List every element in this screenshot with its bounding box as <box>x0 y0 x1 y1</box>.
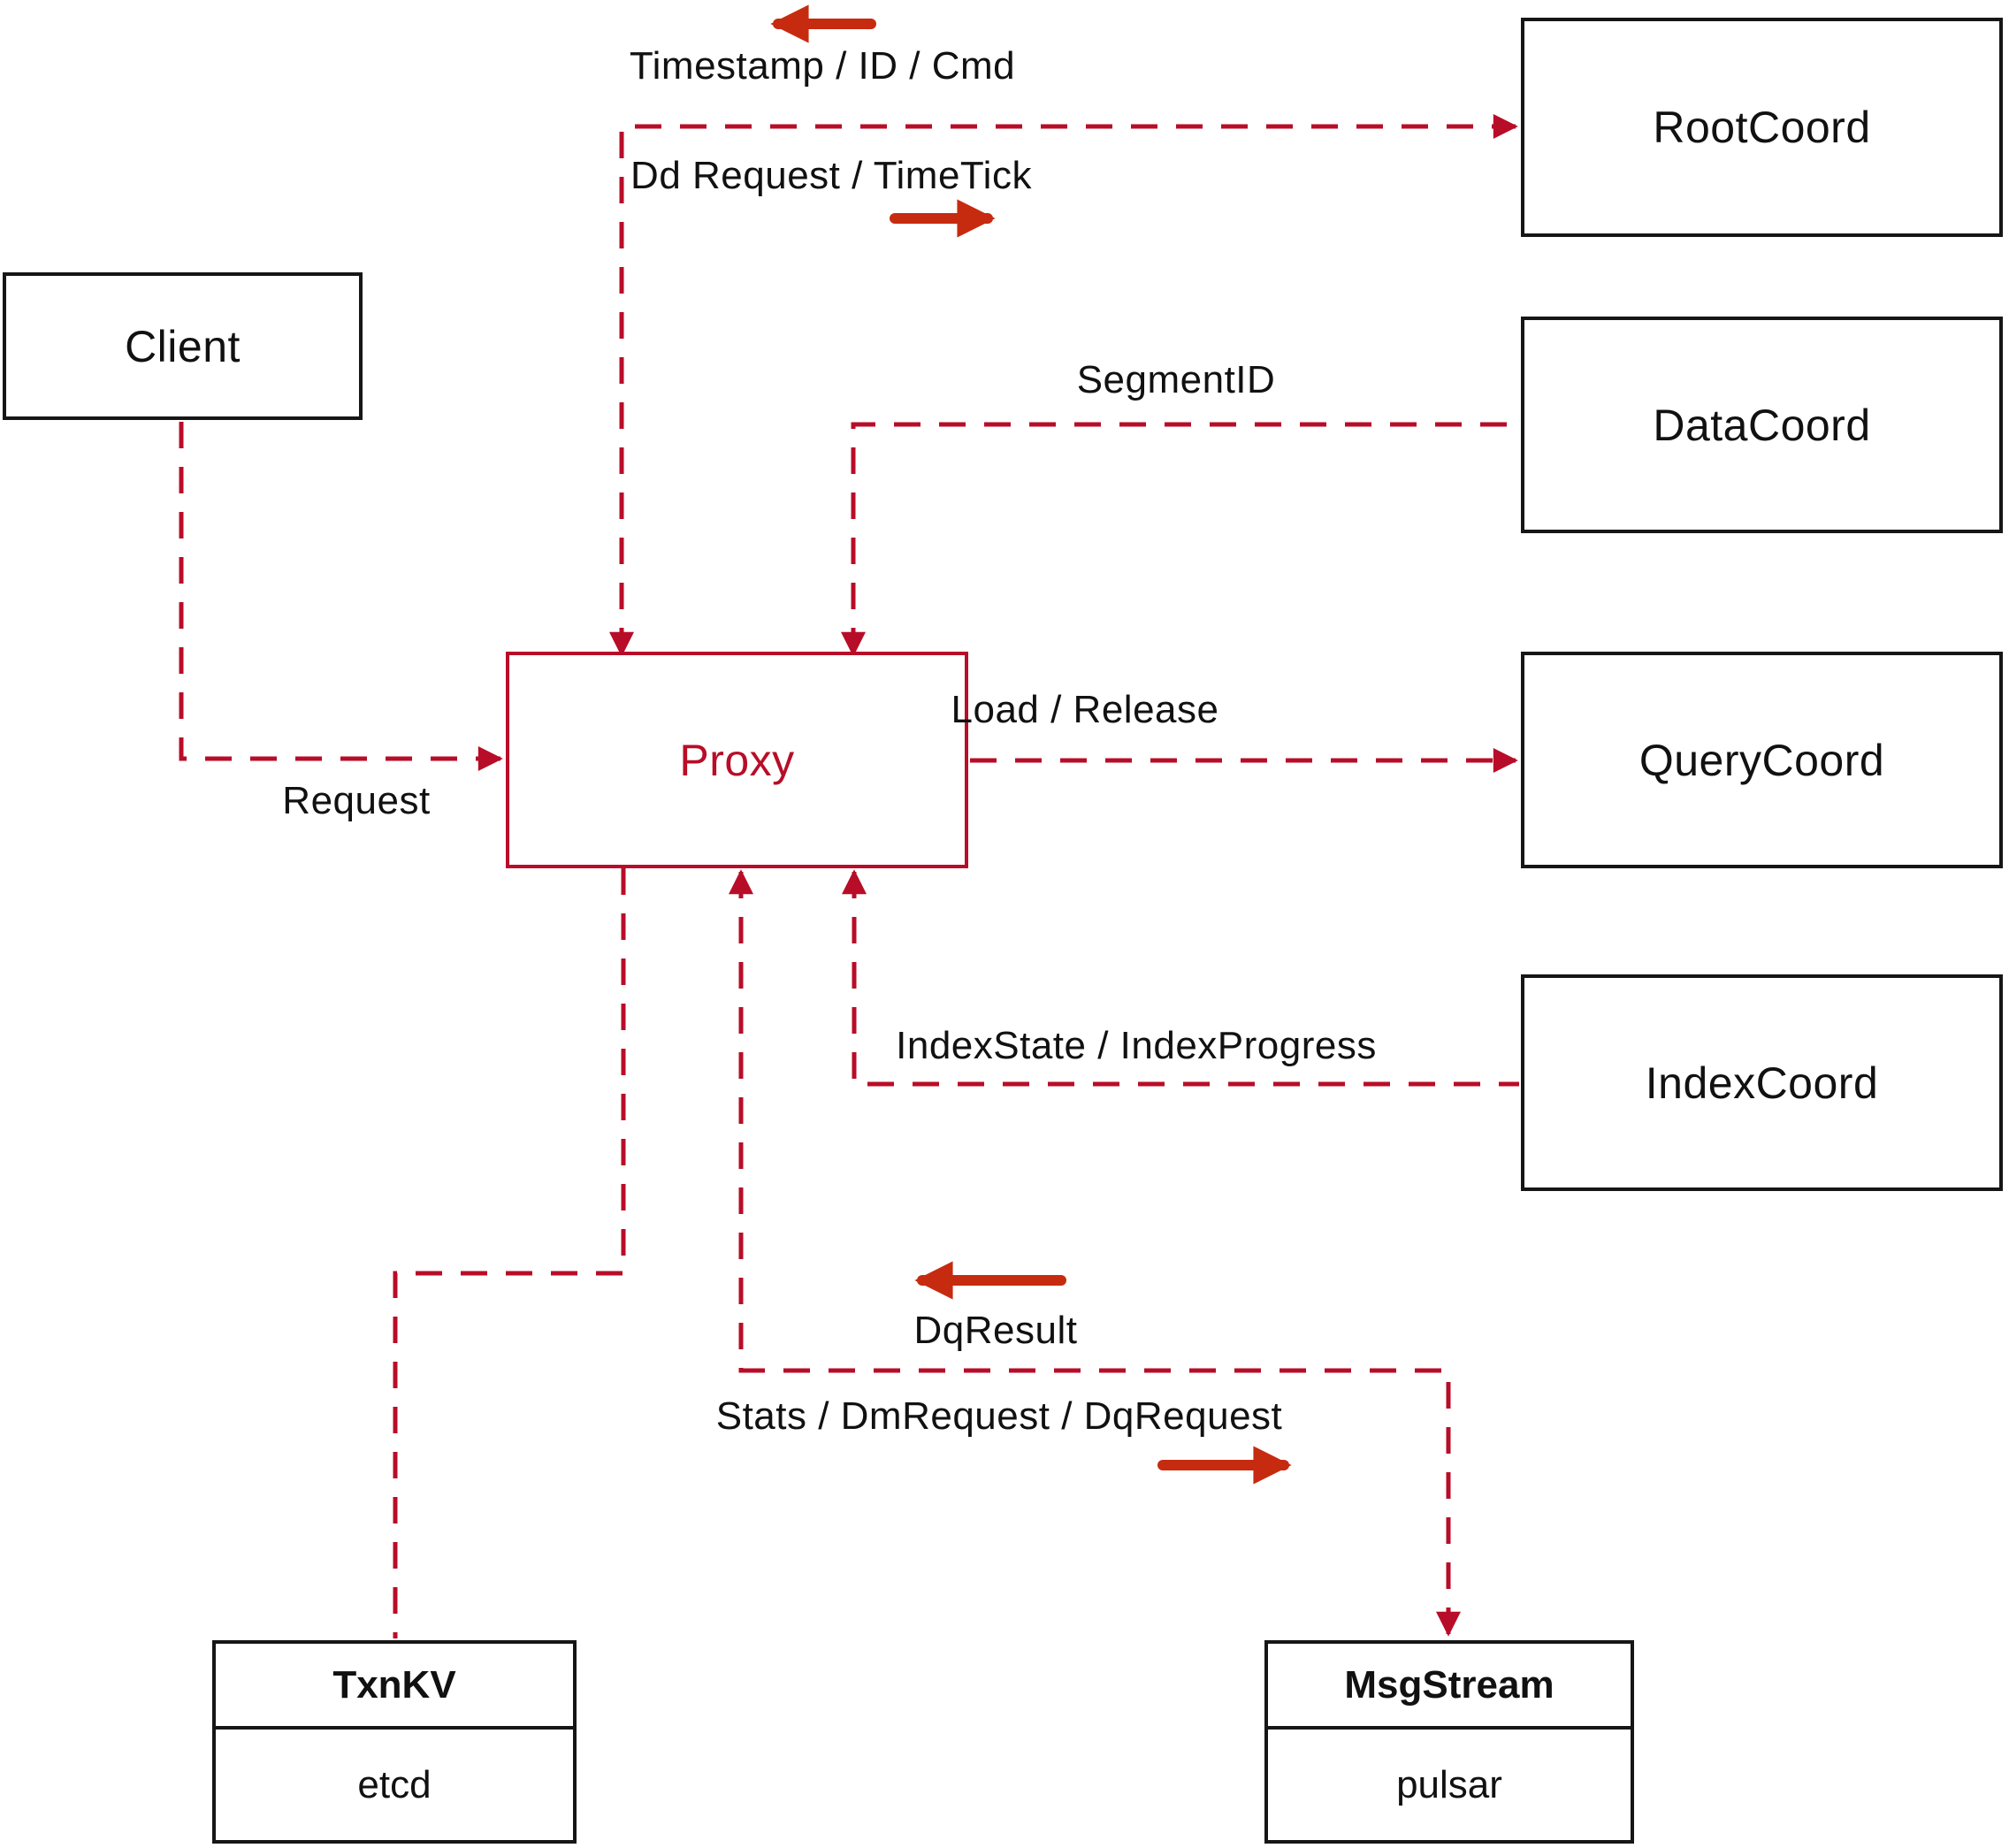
edge-label-dqresult: DqResult <box>913 1309 1078 1352</box>
node-msgstream-impl: pulsar <box>1396 1762 1502 1806</box>
edge-proxy-txnkv <box>393 868 626 1638</box>
node-rootcoord: RootCoord <box>1521 18 2003 237</box>
node-client: Client <box>3 272 363 420</box>
node-indexcoord: IndexCoord <box>1521 974 2003 1191</box>
edge-proxy-rootcoord <box>609 114 1518 657</box>
edge-label-timestamp: Timestamp / ID / Cmd <box>629 44 1016 88</box>
edge-datacoord-proxy <box>841 422 1519 657</box>
edge-label-dd-request: Dd Request / TimeTick <box>630 154 1032 197</box>
edge-label-segmentid: SegmentID <box>1076 358 1276 401</box>
node-msgstream-title: MsgStream <box>1268 1644 1631 1730</box>
node-datacoord: DataCoord <box>1521 317 2003 533</box>
edge-proxy-msgstream <box>729 869 1461 1637</box>
node-proxy: Proxy <box>506 652 968 868</box>
edge-client-proxy <box>179 422 503 771</box>
node-datacoord-label: DataCoord <box>1653 400 1871 450</box>
node-querycoord-label: QueryCoord <box>1639 735 1885 785</box>
node-proxy-label: Proxy <box>679 735 795 785</box>
edge-label-indexstate: IndexState / IndexProgress <box>896 1024 1377 1067</box>
edge-label-load-release: Load / Release <box>951 688 1219 731</box>
edge-label-request: Request <box>282 779 431 822</box>
node-querycoord: QueryCoord <box>1521 652 2003 868</box>
node-txnkv-title: TxnKV <box>216 1644 573 1730</box>
node-client-label: Client <box>125 321 241 371</box>
node-txnkv-impl: etcd <box>357 1762 432 1806</box>
node-msgstream: MsgStream pulsar <box>1264 1640 1634 1844</box>
node-txnkv: TxnKV etcd <box>212 1640 577 1844</box>
node-indexcoord-label: IndexCoord <box>1645 1058 1879 1108</box>
edge-label-stats: Stats / DmRequest / DqRequest <box>715 1394 1283 1438</box>
node-rootcoord-label: RootCoord <box>1653 103 1871 152</box>
